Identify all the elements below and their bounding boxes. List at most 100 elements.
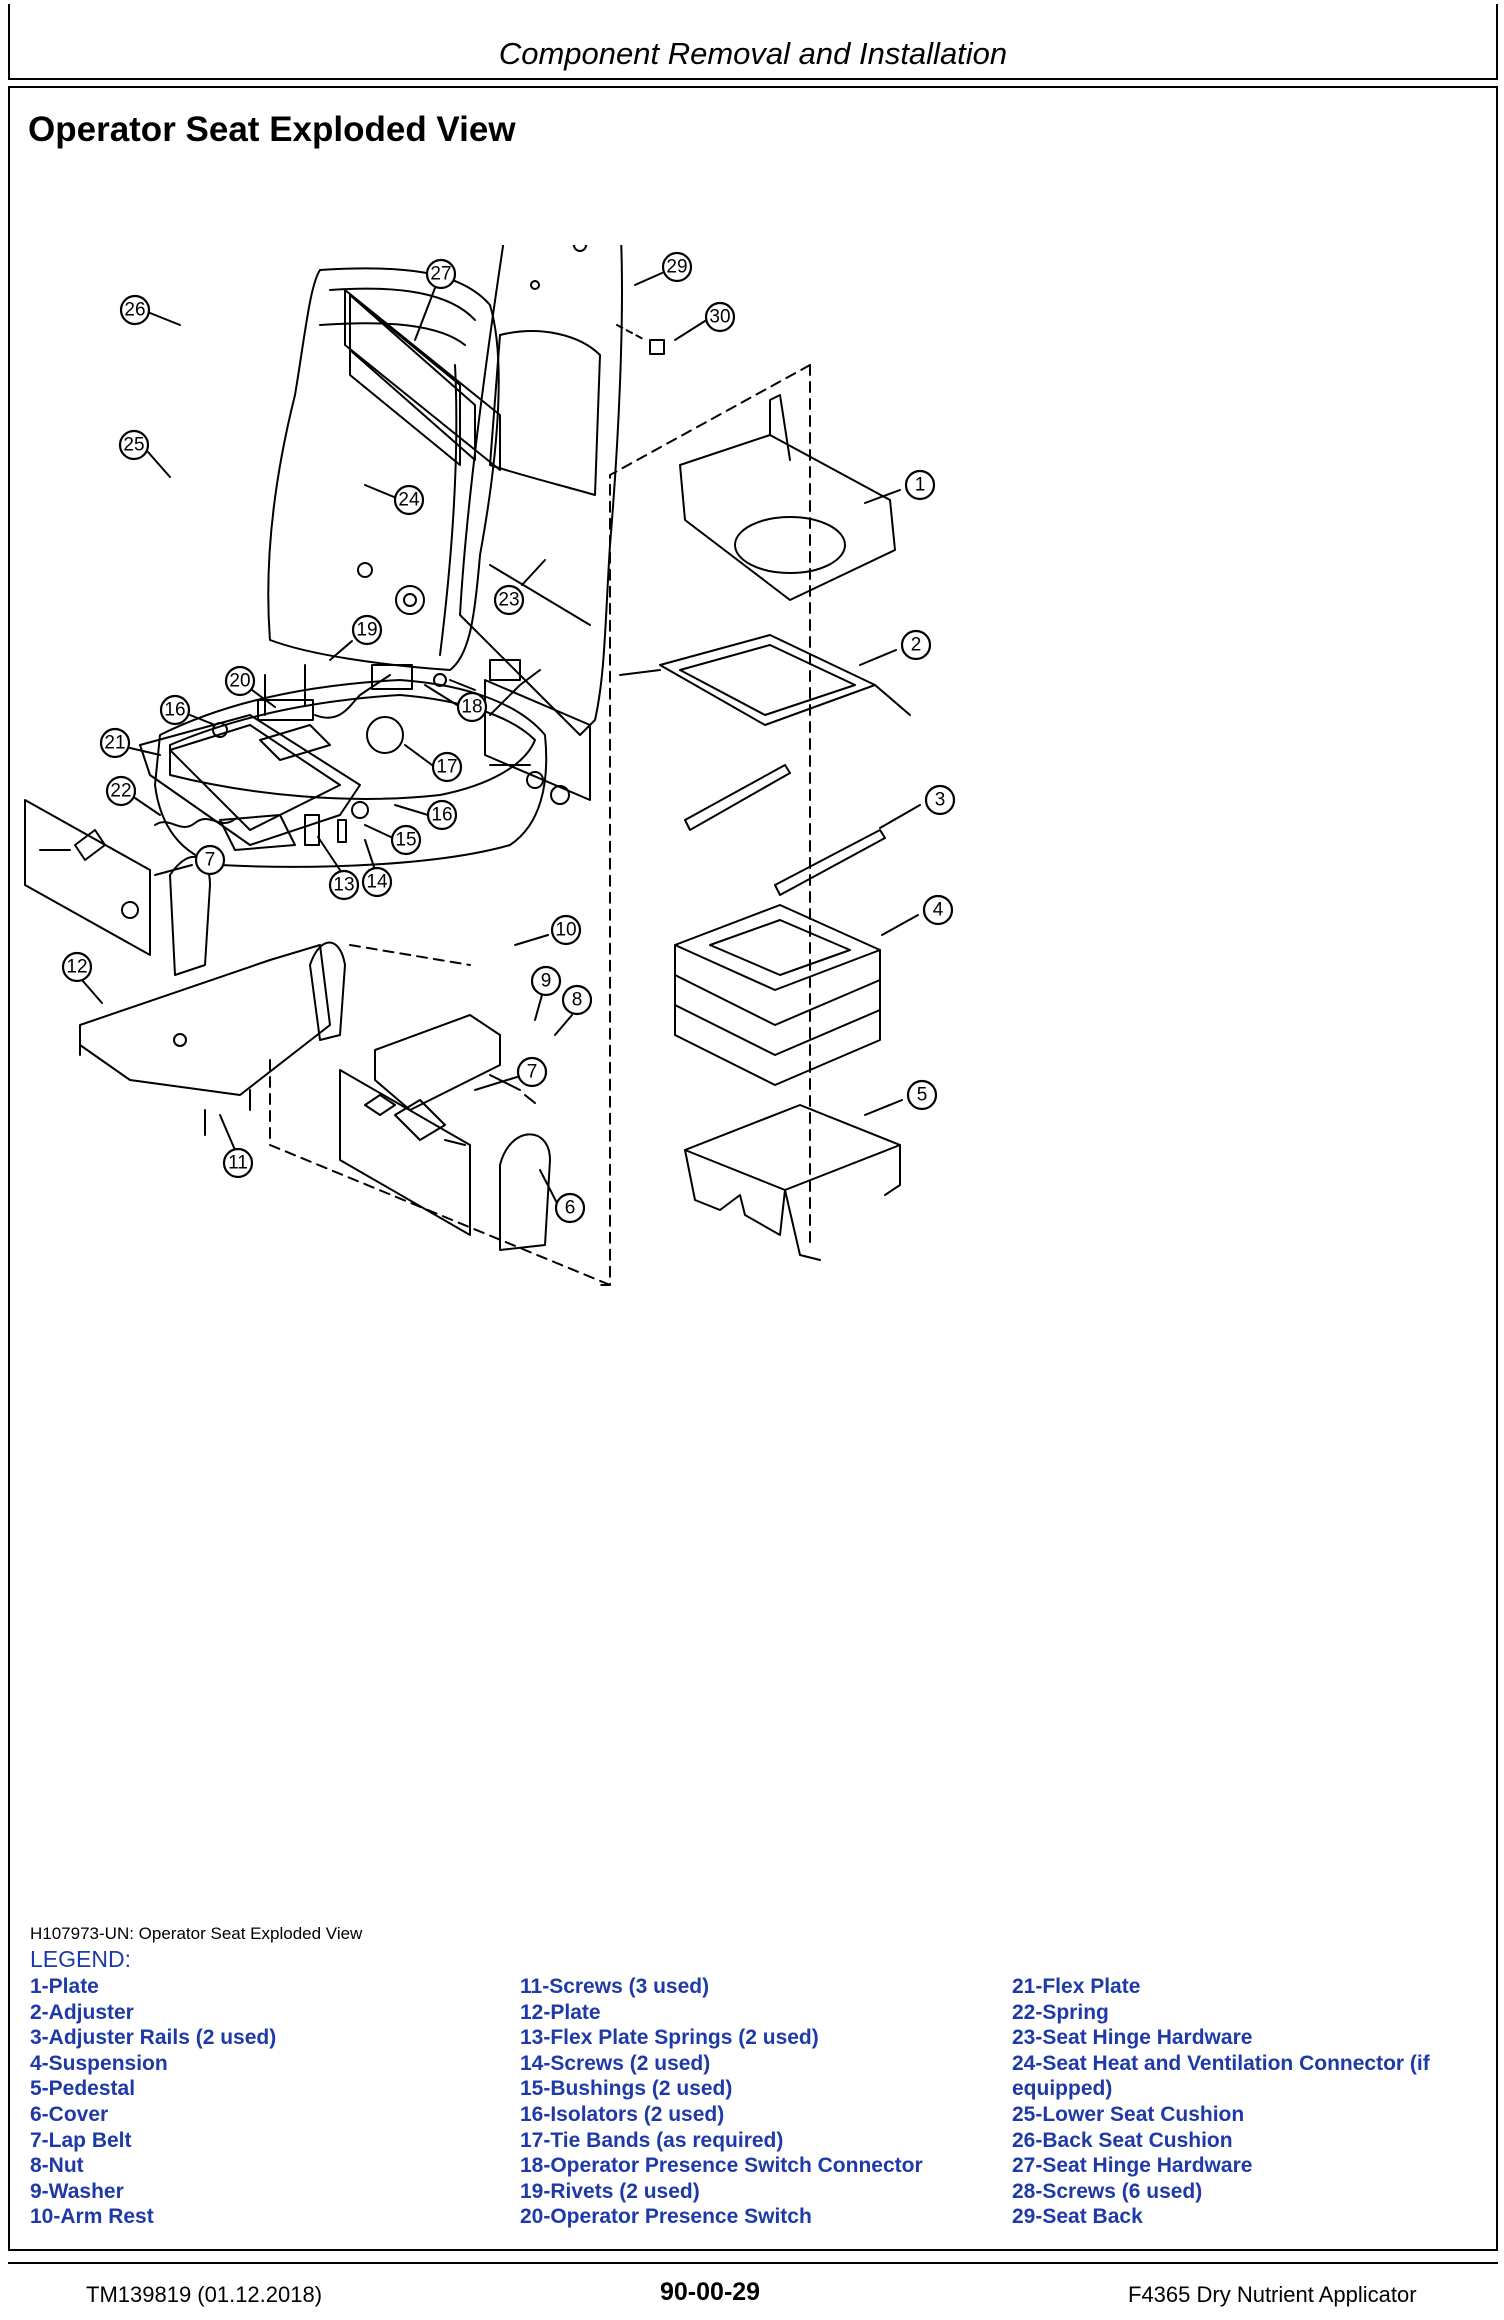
svg-text:16: 16 xyxy=(164,700,185,721)
isolator-16a xyxy=(212,722,228,738)
lap-belt-panel-upper xyxy=(24,799,151,956)
legend-column-3: 21-Flex Plate 22-Spring 23-Seat Hinge Ha… xyxy=(1012,1974,1430,2230)
legend-item: 28-Screws (6 used) xyxy=(1012,2179,1203,2203)
legend-item: 21-Flex Plate xyxy=(1012,1975,1141,1998)
callout-16b: 16 xyxy=(394,799,458,831)
svg-text:10: 10 xyxy=(555,920,576,941)
callout-17: 17 xyxy=(404,744,463,783)
page-header: Component Removal and Installation xyxy=(8,4,1498,80)
callout-18: 18 xyxy=(424,684,488,723)
operator-presence-switch xyxy=(257,699,314,721)
legend-item: 5-Pedestal xyxy=(30,2077,136,2101)
svg-text:24: 24 xyxy=(398,490,420,511)
dashed-guide-3 xyxy=(269,1059,611,1286)
callout-13: 13 xyxy=(317,836,360,901)
legend-item: 7-Lap Belt xyxy=(30,2128,132,2152)
svg-text:27: 27 xyxy=(430,264,451,285)
cover-6 xyxy=(499,1133,551,1251)
legend-item: equipped) xyxy=(1012,2077,1113,2101)
legend-item: 18-Operator Presence Switch Connector xyxy=(520,2154,923,2178)
svg-text:25: 25 xyxy=(123,435,144,456)
callout-11: 11 xyxy=(219,1114,254,1179)
callout-22: 22 xyxy=(105,775,161,816)
legend-title: LEGEND: xyxy=(30,1946,131,1972)
callout-24: 24 xyxy=(364,484,425,516)
svg-text:1: 1 xyxy=(915,475,926,496)
legend-item: 11-Screws (3 used) xyxy=(520,1975,710,1998)
legend-item: 17-Tie Bands (as required) xyxy=(520,2128,784,2152)
svg-text:9: 9 xyxy=(541,971,552,992)
legend-item: 14-Screws (2 used) xyxy=(520,2051,711,2075)
svg-text:15: 15 xyxy=(395,830,416,851)
seat-back-frame xyxy=(459,245,623,736)
svg-text:30: 30 xyxy=(709,307,730,328)
callout-5: 5 xyxy=(864,1079,938,1116)
callout-30: 30 xyxy=(674,301,736,341)
isolator-16b xyxy=(351,801,369,819)
flex-plate-21 xyxy=(139,714,361,846)
legend-item: 8-Nut xyxy=(30,2154,84,2178)
callout-7b: 7 xyxy=(474,1056,548,1091)
legend-item: 20-Operator Presence Switch xyxy=(520,2205,812,2229)
tie-band xyxy=(366,716,404,754)
svg-text:11: 11 xyxy=(228,1153,248,1174)
page-title: Operator Seat Exploded View xyxy=(28,110,516,149)
back-seat-cushion xyxy=(267,267,500,671)
legend-item: 10-Arm Rest xyxy=(30,2205,154,2229)
suspension-4 xyxy=(674,904,881,1086)
svg-text:19: 19 xyxy=(356,620,377,641)
callout-8: 8 xyxy=(554,984,593,1036)
section-title: Component Removal and Installation xyxy=(498,36,1008,71)
rivets-19 xyxy=(264,664,306,716)
svg-text:16: 16 xyxy=(431,805,452,826)
callout-25: 25 xyxy=(118,429,171,478)
legend-item: 19-Rivets (2 used) xyxy=(520,2179,700,2203)
legend-column-1: 1-Plate 2-Adjuster 3-Adjuster Rails (2 u… xyxy=(30,1974,276,2230)
svg-text:20: 20 xyxy=(229,671,250,692)
callout-14: 14 xyxy=(361,839,393,898)
svg-text:7: 7 xyxy=(205,850,216,871)
svg-text:3: 3 xyxy=(935,790,946,811)
footer-divider xyxy=(8,2262,1498,2264)
legend-item: 12-Plate xyxy=(520,2000,601,2024)
legend-item: 16-Isolators (2 used) xyxy=(520,2102,725,2126)
dashed-guide-4 xyxy=(349,944,471,966)
washer-9 xyxy=(489,1074,521,1091)
spring-22 xyxy=(154,818,236,828)
svg-text:17: 17 xyxy=(436,757,457,778)
exploded-view-figure: 1 2 3 4 5 6 7 7 8 9 10 11 12 13 14 15 16… xyxy=(24,245,956,1286)
screw-14 xyxy=(337,819,347,843)
legend-item: 6-Cover xyxy=(30,2102,109,2126)
callout-29: 29 xyxy=(634,251,693,286)
svg-text:23: 23 xyxy=(498,590,519,611)
svg-text:8: 8 xyxy=(572,990,583,1011)
leader-30 xyxy=(616,324,646,341)
legend-item: 3-Adjuster Rails (2 used) xyxy=(30,2026,277,2050)
callout-23: 23 xyxy=(493,559,546,616)
svg-text:29: 29 xyxy=(666,257,687,278)
callout-27: 27 xyxy=(414,258,457,341)
seat-hinge-hardware-23 xyxy=(484,679,591,805)
plate-1 xyxy=(679,394,896,601)
legend-item: 25-Lower Seat Cushion xyxy=(1012,2102,1245,2126)
svg-text:7: 7 xyxy=(527,1062,538,1083)
legend-item: 24-Seat Heat and Ventilation Connector (… xyxy=(1012,2051,1430,2075)
legend-item: 23-Seat Hinge Hardware xyxy=(1012,2026,1253,2050)
svg-text:5: 5 xyxy=(917,1085,928,1106)
legend-item: 15-Bushings (2 used) xyxy=(520,2077,733,2101)
callouts: 1 2 3 4 5 6 7 7 8 9 10 11 12 13 14 15 16… xyxy=(61,251,956,1224)
callout-26: 26 xyxy=(119,294,181,326)
seat-hinge-hardware-panel xyxy=(344,289,501,691)
arm-rest-10 xyxy=(374,1014,501,1111)
legend-item: 4-Suspension xyxy=(30,2051,168,2075)
legend-item: 22-Spring xyxy=(1012,2000,1109,2024)
svg-text:14: 14 xyxy=(366,872,388,893)
footer-page-number: 90-00-29 xyxy=(660,2278,761,2306)
legend-item: 27-Seat Hinge Hardware xyxy=(1012,2154,1253,2178)
footer-doc-id: TM139819 (01.12.2018) xyxy=(86,2282,323,2307)
figure-caption: H107973-UN: Operator Seat Exploded View xyxy=(30,1924,363,1943)
legend-item: 26-Back Seat Cushion xyxy=(1012,2128,1233,2152)
svg-text:26: 26 xyxy=(124,300,145,321)
lap-belt-panel-lower xyxy=(339,1069,471,1236)
adjuster-rail-2 xyxy=(774,829,886,896)
